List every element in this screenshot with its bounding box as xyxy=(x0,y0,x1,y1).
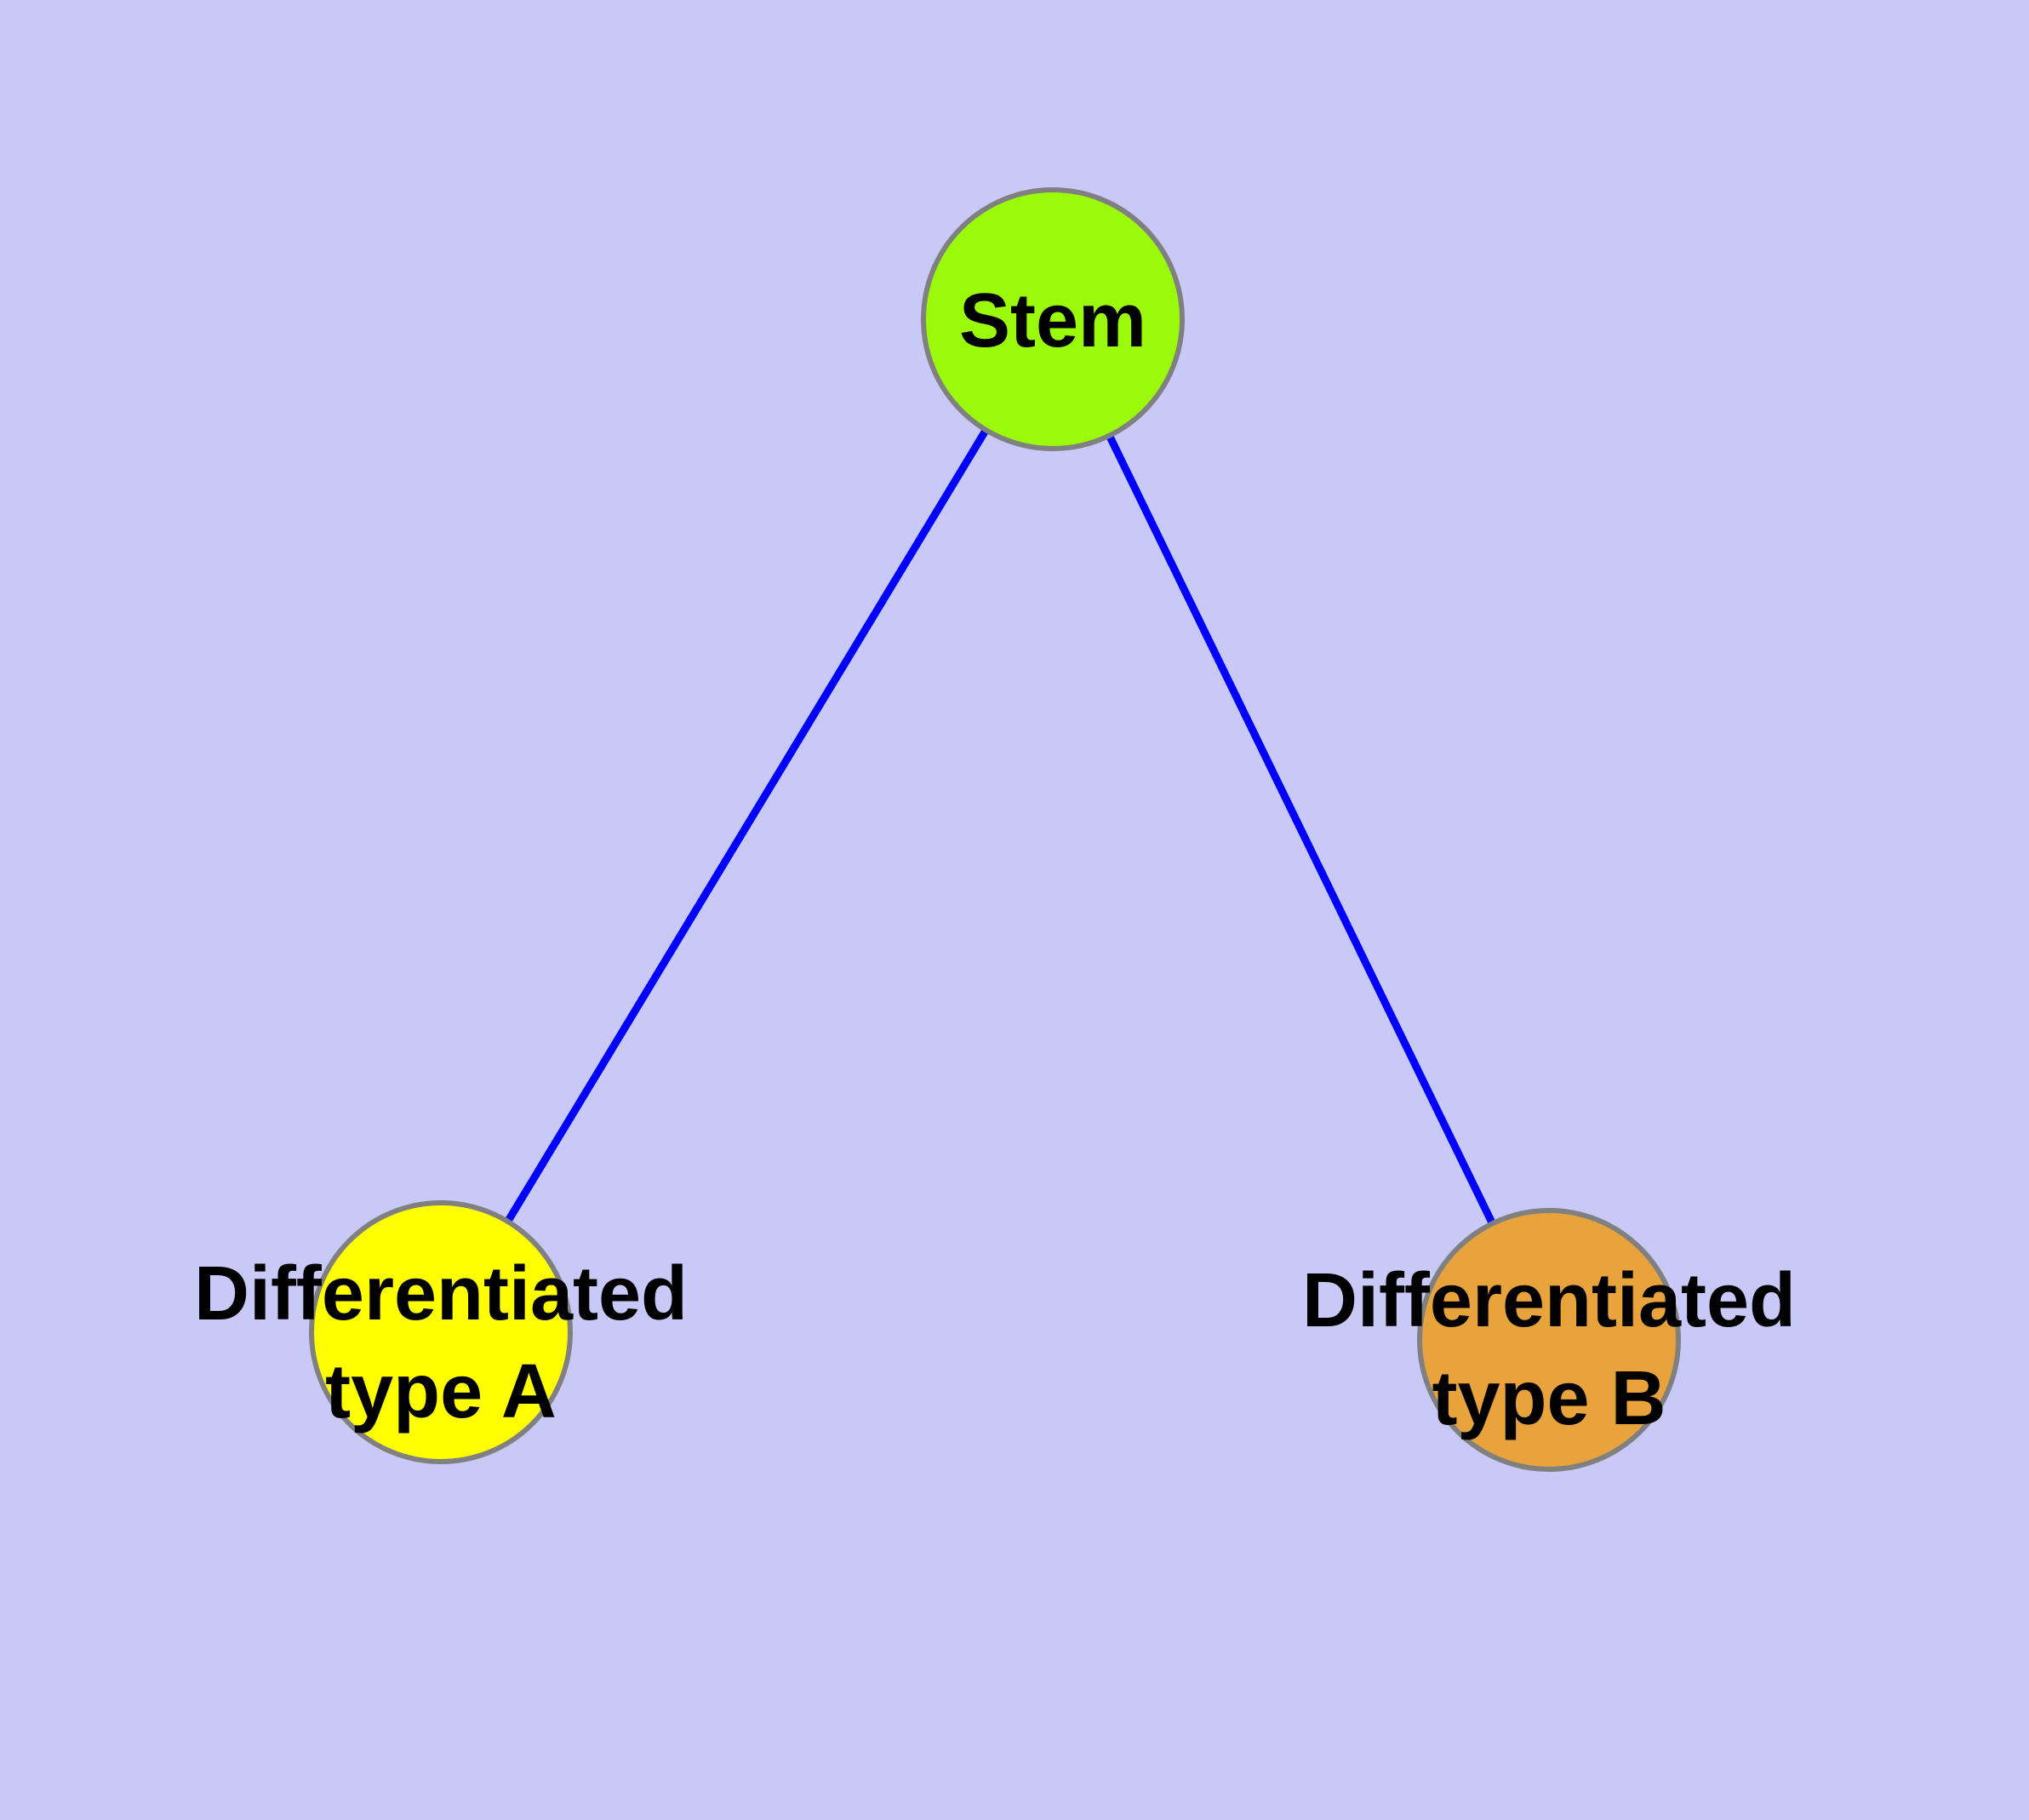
node-differentiated-type-b: Differentiated type B xyxy=(1302,1208,1796,1472)
edge-stem-to-type-b xyxy=(1049,318,1553,1342)
node-stem-label: Stem xyxy=(959,278,1146,363)
node-type-a-label-line2: type A xyxy=(325,1349,557,1434)
node-stem: Stem xyxy=(921,187,1185,451)
node-differentiated-type-a: Differentiated type A xyxy=(194,1200,688,1464)
node-type-a-label-line1: Differentiated xyxy=(194,1251,688,1336)
node-type-a-circle xyxy=(309,1200,573,1464)
node-type-b-label-line1: Differentiated xyxy=(1302,1258,1796,1343)
node-stem-circle xyxy=(921,187,1185,451)
edge-stem-to-type-a xyxy=(437,317,1056,1335)
node-type-b-circle xyxy=(1417,1208,1681,1472)
node-type-b-label-line2: type B xyxy=(1432,1356,1666,1441)
